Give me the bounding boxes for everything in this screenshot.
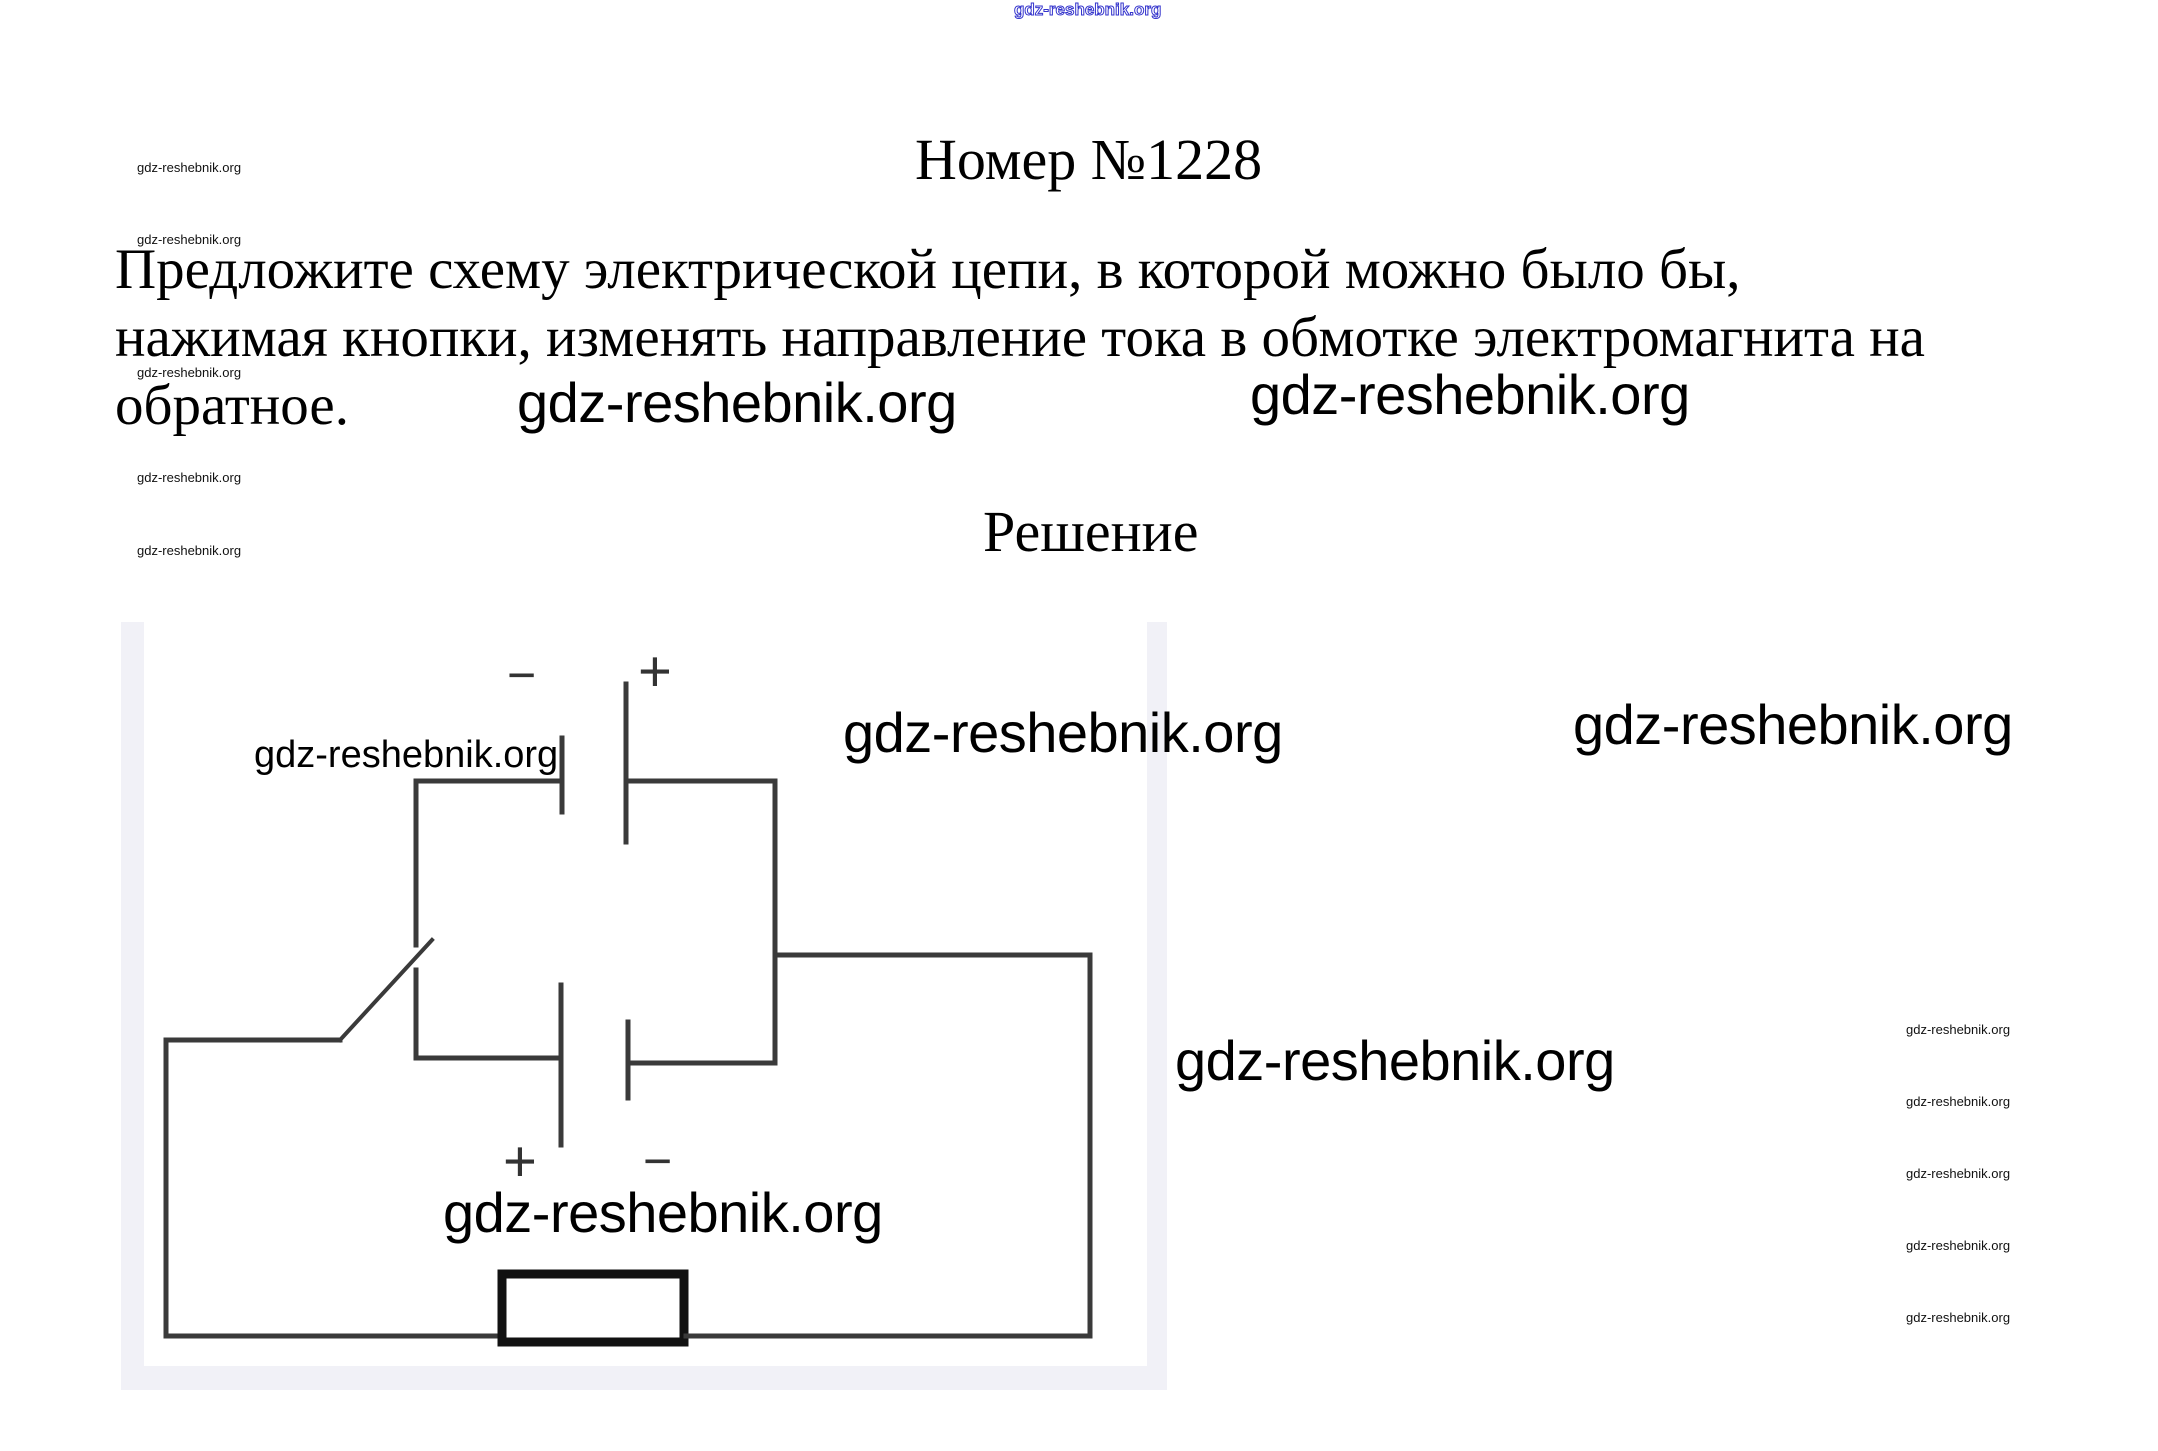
top-battery-positive-label: + <box>638 639 672 704</box>
bottom-battery-negative-label: − <box>643 1133 673 1189</box>
watermark-small: gdz-reshebnik.org <box>137 232 242 247</box>
watermark-small: gdz-reshebnik.org <box>1906 1310 2011 1325</box>
solution-heading: Решение <box>983 499 1199 564</box>
watermark-large: gdz-reshebnik.org <box>517 371 957 434</box>
watermark-small: gdz-reshebnik.org <box>1906 1022 2011 1037</box>
wire-right <box>683 952 1093 1339</box>
bottom-battery-positive-label: + <box>503 1129 537 1194</box>
watermark-medium: gdz-reshebnik.org <box>254 734 559 776</box>
wire-top-right <box>623 778 778 1066</box>
wire-left <box>163 1037 503 1339</box>
watermark-small: gdz-reshebnik.org <box>137 160 242 175</box>
diagram-frame <box>121 622 1167 1390</box>
watermark-large: gdz-reshebnik.org <box>843 701 1283 764</box>
electromagnet-coil-icon <box>497 1269 689 1347</box>
watermark-large: gdz-reshebnik.org <box>1573 693 2013 756</box>
watermark-large: gdz-reshebnik.org <box>1250 363 1690 426</box>
diagram-canvas <box>144 622 1147 1366</box>
wire-top-left <box>413 778 565 948</box>
watermark-large: gdz-reshebnik.org <box>443 1181 883 1244</box>
watermark-large: gdz-reshebnik.org <box>1175 1029 1615 1092</box>
wire-bottom-left <box>413 967 564 1061</box>
watermark-small: gdz-reshebnik.org <box>137 470 242 485</box>
task-line: обратное. <box>115 374 349 437</box>
watermark-small: gdz-reshebnik.org <box>137 365 242 380</box>
watermark-small: gdz-reshebnik.org <box>1906 1094 2011 1109</box>
task-text: Предложите схему электрической цепи, в к… <box>115 236 2115 440</box>
watermark-small: gdz-reshebnik.org <box>1906 1238 2011 1253</box>
header-watermark: gdz-reshebnik.org <box>1013 0 1162 20</box>
watermark-small: gdz-reshebnik.org <box>137 543 242 558</box>
task-line: нажимая кнопки, изменять направление ток… <box>115 306 1925 369</box>
task-line: Предложите схему электрической цепи, в к… <box>115 238 1741 301</box>
page-title: Номер №1228 <box>915 127 1263 192</box>
top-battery-negative-label: − <box>507 647 537 703</box>
watermark-small: gdz-reshebnik.org <box>1906 1166 2011 1181</box>
switch <box>337 937 435 1043</box>
